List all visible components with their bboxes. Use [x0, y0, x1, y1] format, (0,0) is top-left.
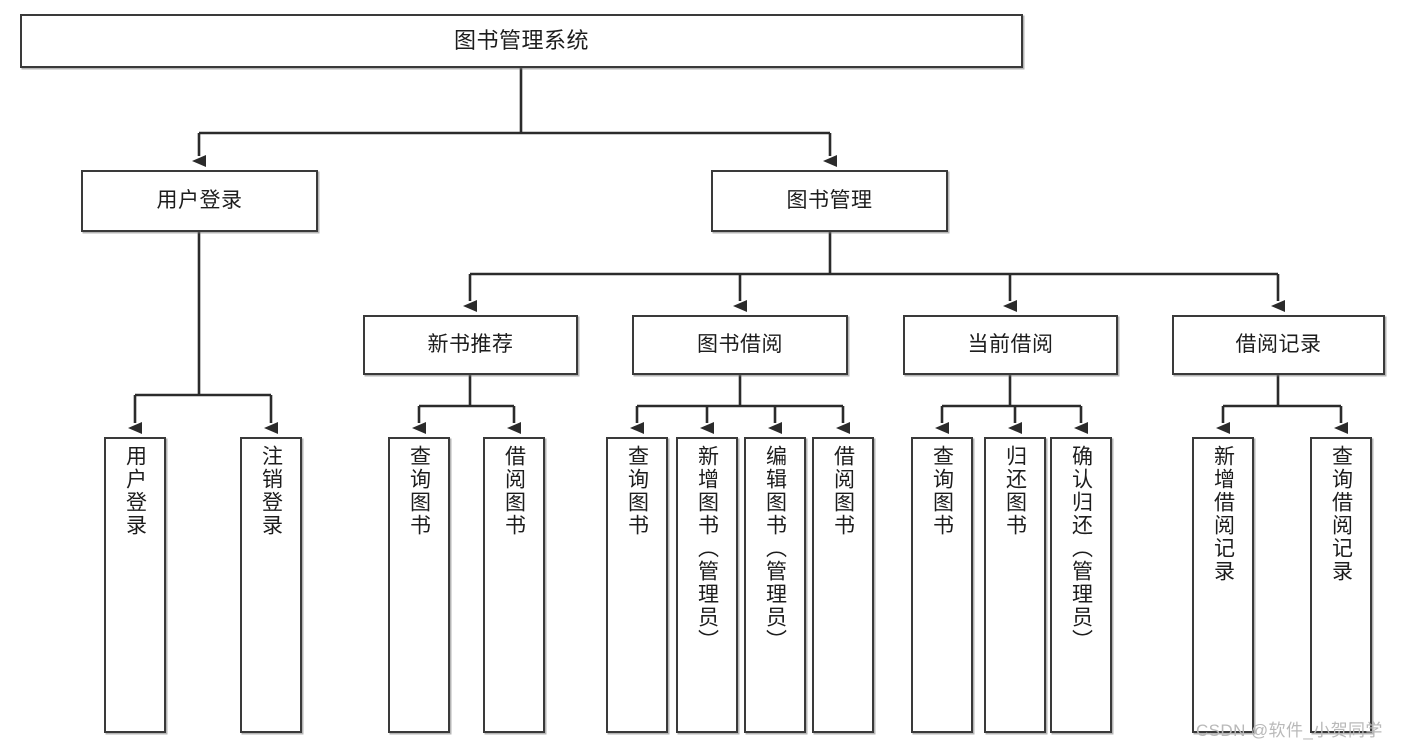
node-leaf-user-login-label: 用户登录 [123, 445, 147, 537]
node-leaf-query-book-3-label: 查询图书 [930, 445, 954, 537]
node-current-borrow[interactable]: 当前借阅 [903, 315, 1118, 375]
node-leaf-confirm-return[interactable]: 确认归还（管理员） [1050, 437, 1112, 733]
node-leaf-borrow-book-2-label: 借阅图书 [831, 445, 855, 537]
node-leaf-return-book-label: 归还图书 [1003, 445, 1027, 537]
node-leaf-query-book-3[interactable]: 查询图书 [911, 437, 973, 733]
node-leaf-borrow-book-1-label: 借阅图书 [502, 445, 526, 537]
node-leaf-add-record[interactable]: 新增借阅记录 [1192, 437, 1254, 733]
node-leaf-query-record-label: 查询借阅记录 [1329, 445, 1353, 583]
node-root-label: 图书管理系统 [453, 27, 589, 53]
node-leaf-query-book-2-label: 查询图书 [625, 445, 649, 537]
node-leaf-query-book-2[interactable]: 查询图书 [606, 437, 668, 733]
node-book-borrow-label: 图书借阅 [697, 333, 783, 357]
node-leaf-edit-book[interactable]: 编辑图书（管理员） [744, 437, 806, 733]
node-leaf-confirm-return-label: 确认归还（管理员） [1069, 445, 1093, 652]
node-book-management-label: 图书管理 [786, 189, 873, 213]
node-leaf-return-book[interactable]: 归还图书 [984, 437, 1046, 733]
node-leaf-query-book-1[interactable]: 查询图书 [388, 437, 450, 733]
node-user-login[interactable]: 用户登录 [81, 170, 318, 232]
node-new-book-recommend[interactable]: 新书推荐 [363, 315, 578, 375]
node-book-borrow[interactable]: 图书借阅 [632, 315, 848, 375]
node-user-login-label: 用户登录 [156, 189, 243, 213]
node-leaf-borrow-book-2[interactable]: 借阅图书 [812, 437, 874, 733]
node-leaf-user-login[interactable]: 用户登录 [104, 437, 166, 733]
node-leaf-logout[interactable]: 注销登录 [240, 437, 302, 733]
node-book-management[interactable]: 图书管理 [711, 170, 948, 232]
node-borrow-record-label: 借阅记录 [1235, 333, 1322, 357]
node-root[interactable]: 图书管理系统 [20, 14, 1023, 68]
node-leaf-add-record-label: 新增借阅记录 [1211, 445, 1235, 583]
node-leaf-query-book-1-label: 查询图书 [407, 445, 431, 537]
node-current-borrow-label: 当前借阅 [967, 333, 1054, 357]
node-leaf-add-book-label: 新增图书（管理员） [695, 445, 719, 652]
node-leaf-query-record[interactable]: 查询借阅记录 [1310, 437, 1372, 733]
node-new-book-recommend-label: 新书推荐 [427, 333, 514, 357]
node-leaf-borrow-book-1[interactable]: 借阅图书 [483, 437, 545, 733]
node-borrow-record[interactable]: 借阅记录 [1172, 315, 1385, 375]
node-leaf-logout-label: 注销登录 [259, 445, 283, 537]
csdn-watermark: CSDN @软件_小贺同学 [1196, 721, 1383, 740]
node-leaf-edit-book-label: 编辑图书（管理员） [763, 445, 787, 652]
node-leaf-add-book[interactable]: 新增图书（管理员） [676, 437, 738, 733]
